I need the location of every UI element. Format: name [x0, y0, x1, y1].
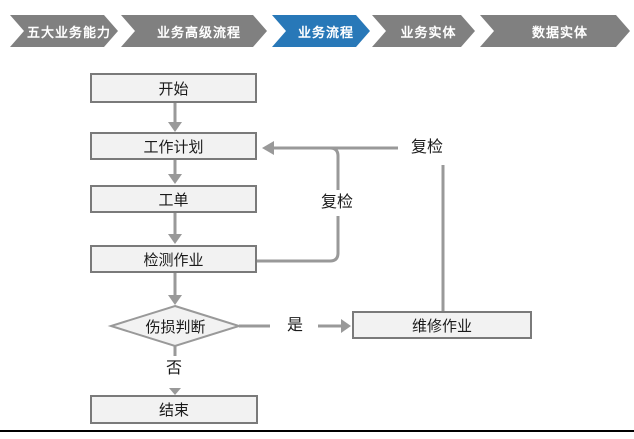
- flow-node-work-order: 工单: [90, 185, 257, 213]
- arrowhead-into-decision: [168, 295, 182, 305]
- arrowhead-into-plan-right: [262, 141, 274, 155]
- flow-node-end: 结束: [90, 395, 258, 424]
- flow-node-label: 检测作业: [143, 250, 204, 269]
- arrowhead-into-inspect: [168, 234, 182, 244]
- arrowhead-into-end: [169, 388, 181, 395]
- breadcrumb-item-label: 业务实体: [400, 25, 457, 41]
- flow-node-label: 工作计划: [143, 137, 204, 156]
- edge-label-no: 否: [166, 358, 183, 377]
- flow-node-repair-job: 维修作业: [352, 311, 532, 339]
- breadcrumb-item-business-process-active[interactable]: 业务流程: [272, 15, 370, 47]
- flow-node-label: 工单: [158, 190, 189, 209]
- flow-node-damage-decision: 伤损判断: [112, 306, 239, 346]
- flow-node-inspection-job: 检测作业: [90, 245, 257, 273]
- edge-recheck-inner-top: [329, 146, 340, 190]
- flow-node-label: 伤损判断: [145, 317, 206, 336]
- flow-node-label: 开始: [158, 79, 189, 98]
- breadcrumb-item-label: 五大业务能力: [26, 25, 111, 41]
- arrowhead-into-plan-top: [168, 122, 182, 132]
- breadcrumb-item-five-capabilities[interactable]: 五大业务能力: [10, 15, 118, 47]
- edge-label-recheck-outer: 复检: [411, 137, 444, 156]
- edge-recheck-inner-bottom: [257, 216, 340, 263]
- flow-node-work-plan: 工作计划: [90, 132, 257, 160]
- edge-label-recheck-inner: 复检: [321, 192, 354, 211]
- bottom-divider: [0, 430, 634, 432]
- breadcrumb-item-label: 数据实体: [531, 25, 588, 41]
- breadcrumb-item-data-entity[interactable]: 数据实体: [480, 15, 630, 47]
- flow-node-start: 开始: [90, 73, 257, 103]
- breadcrumb-item-business-entity[interactable]: 业务实体: [372, 15, 475, 47]
- flow-node-label: 结束: [158, 401, 189, 419]
- arrowhead-into-order: [168, 174, 182, 184]
- arrowhead-into-repair: [341, 319, 351, 333]
- breadcrumb-item-label: 业务流程: [297, 25, 354, 41]
- breadcrumb-item-high-level-process[interactable]: 业务高级流程: [121, 15, 267, 47]
- edge-label-yes: 是: [287, 315, 304, 334]
- breadcrumb-item-label: 业务高级流程: [156, 25, 241, 41]
- flow-node-label: 维修作业: [411, 316, 472, 335]
